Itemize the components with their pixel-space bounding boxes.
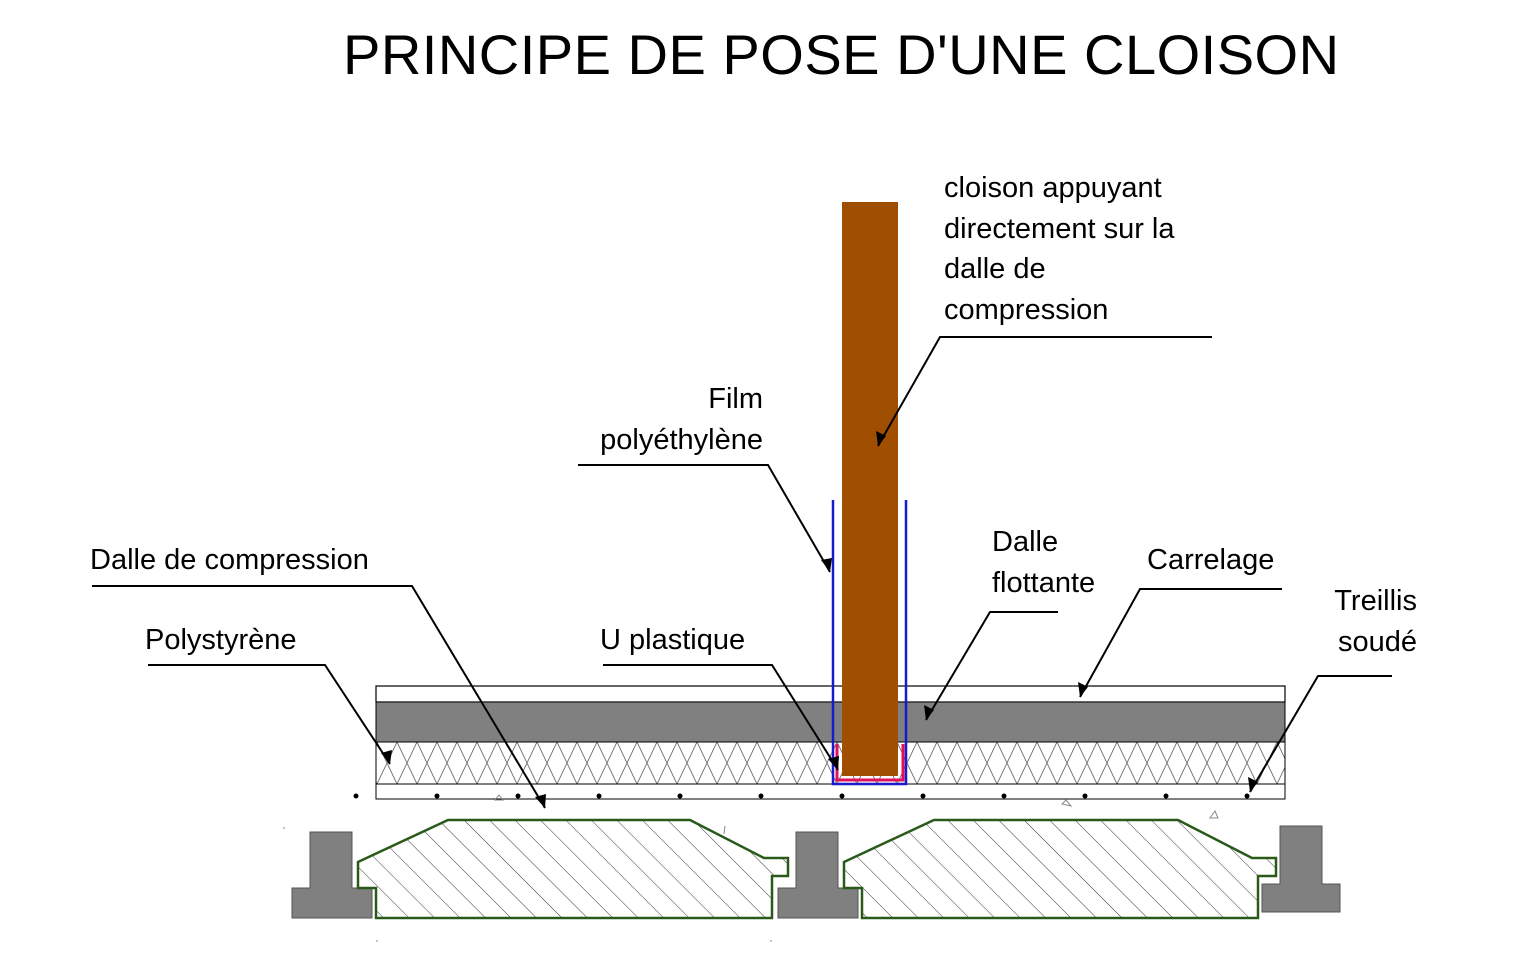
entrevous-left (356, 818, 790, 920)
leader-lines (92, 336, 1392, 809)
partition-assembly (831, 202, 908, 786)
poutrelle-right (1261, 825, 1341, 913)
label-treillis-line: soudé (1337, 625, 1417, 658)
film-polyethylene (831, 500, 908, 786)
poutrelle-middle (777, 831, 859, 919)
concrete-speckles (283, 794, 1219, 942)
label-film-line: Film (708, 383, 763, 415)
poutrelles (291, 825, 1341, 919)
entrevous-right (842, 818, 1278, 920)
label-film: Film polyéthylène (560, 379, 763, 460)
leader-polystyrene (148, 664, 391, 765)
label-dalle-flottante-line: Dalle (992, 526, 1059, 558)
leader-dalle-compression (92, 585, 546, 809)
label-cloison-line: compression (944, 293, 1109, 326)
treillis-dots (353, 793, 1250, 799)
poutrelle-left (291, 831, 373, 919)
label-treillis-line: Treillis (1334, 585, 1417, 617)
arrowheads (381, 431, 1258, 808)
label-cloison: cloison appuyant directement sur la dall… (944, 168, 1175, 330)
leader-treillis (1249, 675, 1392, 793)
leader-cloison (877, 336, 1212, 447)
label-film-line: polyéthylène (600, 423, 763, 456)
leader-carrelage (1079, 588, 1282, 698)
label-cloison-line: directement sur la (944, 212, 1175, 245)
floor-section (375, 685, 1286, 800)
label-carrelage: Carrelage (1147, 544, 1275, 576)
label-dalle-flottante: Dalle flottante (992, 522, 1095, 603)
leader-dalle-flottante (925, 611, 1058, 721)
label-treillis: Treillis soudé (1270, 581, 1417, 662)
leader-film (578, 464, 831, 573)
carrelage-layer (375, 685, 1286, 703)
cloison-wall (842, 202, 898, 776)
label-polystyrene: Polystyrène (145, 624, 297, 656)
label-cloison-line: cloison appuyant (944, 172, 1162, 204)
diagram-title: PRINCIPE DE POSE D'UNE CLOISON (343, 23, 1340, 86)
label-dalle-compression: Dalle de compression (90, 544, 369, 576)
leader-u-plastique (603, 664, 839, 771)
polystyrene-layer (375, 741, 1286, 785)
label-u-plastique: U plastique (600, 624, 746, 656)
entrevous (356, 818, 1278, 920)
dalle-flottante-layer (375, 701, 1286, 743)
label-dalle-flottante-line: flottante (992, 566, 1096, 599)
dalle-compression-layer (375, 783, 1286, 800)
label-cloison-line: dalle de (944, 253, 1046, 285)
